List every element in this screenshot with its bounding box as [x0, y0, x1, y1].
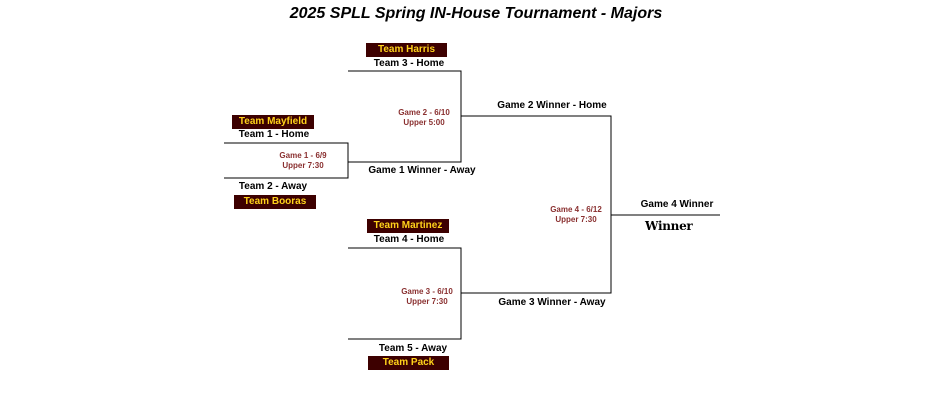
game3-info: Game 3 - 6/10 Upper 7:30 — [391, 287, 463, 307]
game3-label: Game 3 - 6/10 — [401, 287, 453, 296]
team-booras-label: Team Booras — [234, 195, 316, 209]
team-harris-label: Team Harris — [366, 43, 447, 57]
game1-info: Game 1 - 6/9 Upper 7:30 — [268, 151, 338, 171]
game1-time: Upper 7:30 — [282, 161, 324, 170]
game4-label: Game 4 - 6/12 — [550, 205, 602, 214]
champion-label: Winner — [645, 219, 693, 233]
slot-team4-home: Team 4 - Home — [373, 234, 445, 245]
slot-game2-winner-home: Game 2 Winner - Home — [497, 100, 607, 111]
team-mayfield-label: Team Mayfield — [232, 115, 314, 129]
bracket-title: 2025 SPLL Spring IN-House Tournament - M… — [289, 5, 663, 22]
game4-bracket-line — [461, 115, 612, 294]
slot-team2-away: Team 2 - Away — [238, 181, 308, 192]
slot-team3-home: Team 3 - Home — [373, 58, 445, 69]
slot-game3-winner-away: Game 3 Winner - Away — [498, 297, 606, 308]
game1-label: Game 1 - 6/9 — [279, 151, 327, 160]
slot-game1-winner-away: Game 1 Winner - Away — [368, 165, 476, 176]
slot-team5-away: Team 5 - Away — [378, 343, 448, 354]
game2-info: Game 2 - 6/10 Upper 5:00 — [388, 108, 460, 128]
slot-team1-home: Team 1 - Home — [238, 129, 310, 140]
team-martinez-label: Team Martinez — [367, 219, 449, 233]
team-pack-label: Team Pack — [368, 356, 449, 370]
game4-info: Game 4 - 6/12 Upper 7:30 — [541, 205, 611, 225]
game2-time: Upper 5:00 — [403, 118, 445, 127]
game2-label: Game 2 - 6/10 — [398, 108, 450, 117]
game3-time: Upper 7:30 — [406, 297, 448, 306]
game4-time: Upper 7:30 — [555, 215, 597, 224]
game1-bracket-line — [224, 142, 349, 179]
slot-game4-winner: Game 4 Winner — [640, 199, 714, 210]
